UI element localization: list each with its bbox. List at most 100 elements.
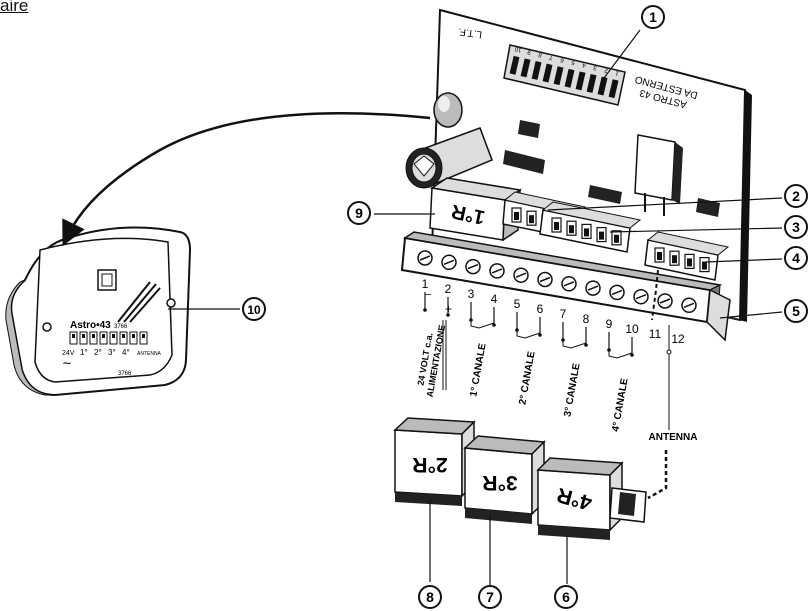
antenna-label: ANTENNA	[649, 432, 698, 443]
channel-bracket	[562, 336, 587, 349]
inset-dip-knob	[92, 334, 95, 338]
terminal-screw-slot	[611, 289, 623, 296]
connector-pin-hole	[614, 234, 619, 243]
dip-key-10[interactable]	[509, 55, 520, 75]
inset-receiver-device	[5, 226, 192, 397]
terminal-number-10: 10	[625, 322, 639, 336]
callout-9	[347, 201, 371, 225]
callout-number-3: 3	[792, 219, 800, 235]
terminal-screw-slot	[539, 276, 551, 283]
inset-channel-3: 3°	[108, 348, 116, 357]
inset-dip-knob	[72, 334, 75, 338]
callout-7	[478, 585, 502, 609]
relay-3[interactable]: 3°R	[463, 435, 546, 524]
dip-number: 8	[537, 51, 542, 58]
inset-dip-knob	[142, 334, 145, 338]
dip-key-2[interactable]	[597, 76, 608, 96]
dip-number: 4	[581, 61, 586, 68]
dip-number: 9	[526, 48, 531, 55]
dip-key-4[interactable]	[575, 71, 586, 91]
dip-number: 1	[614, 69, 619, 76]
terminal-screw-slot	[683, 302, 695, 308]
connector-4[interactable]	[644, 231, 730, 281]
connector-pin-hole	[569, 225, 574, 234]
channel-3-label: 3° CANALE	[562, 362, 582, 417]
dip-key-1[interactable]	[608, 79, 619, 99]
board-components	[503, 120, 720, 217]
board-marking-ltf: L.T.F.	[458, 25, 483, 39]
relay-4[interactable]: 4°R	[536, 457, 647, 540]
terminal-screw-slot	[563, 281, 575, 287]
dip-key-8[interactable]	[531, 61, 542, 80]
dip-key-6[interactable]	[553, 66, 564, 86]
terminal-lead-dot	[492, 323, 496, 327]
terminal-screw-slot	[467, 263, 479, 270]
dip-number: 7	[548, 53, 553, 60]
dip-key-9[interactable]	[520, 58, 531, 78]
terminal-number-8: 8	[583, 312, 590, 326]
channel-bracket	[608, 346, 633, 359]
callout-10	[242, 297, 266, 321]
callout-number-4: 4	[792, 250, 800, 266]
dip-key-5[interactable]	[564, 68, 575, 88]
inset-dip-knob	[132, 334, 135, 338]
inset-brand-suffix: 3766	[114, 324, 128, 330]
dip-number: 2	[603, 66, 608, 73]
connector-pin-hole	[529, 215, 534, 224]
inset-dip-knob	[102, 334, 105, 338]
callout-1	[641, 5, 665, 29]
callout-number-2: 2	[792, 188, 800, 204]
terminal-number-4: 4	[491, 292, 498, 306]
callout-number-5: 5	[792, 303, 800, 319]
callout-number-7: 7	[486, 589, 494, 605]
terminal-lead-dot	[630, 353, 634, 357]
terminal-lead-dot	[584, 343, 588, 347]
callout-number-9: 9	[355, 205, 363, 221]
dip-key-7[interactable]	[542, 63, 553, 83]
led-component	[433, 92, 463, 128]
callout-leaders	[168, 29, 783, 585]
terminal-block[interactable]	[400, 231, 731, 342]
inset-channel-suffix: ANTENNA	[137, 351, 162, 357]
terminal-screw-slot	[659, 298, 671, 304]
callout-number-1: 1	[649, 9, 657, 25]
callout-4	[784, 246, 808, 270]
relay-2[interactable]: 2°R	[393, 417, 476, 506]
relay-3-label: 3°R	[482, 471, 517, 494]
channel-1-label: 1° CANALE	[468, 342, 488, 397]
terminal-number-2: 2	[445, 282, 452, 296]
pointer-arrow	[62, 112, 431, 247]
minus-sign: −	[425, 289, 431, 301]
connector-pin-hole	[702, 261, 707, 270]
relay-4-cable	[647, 450, 668, 500]
connector-pin-hole	[599, 231, 604, 240]
terminal-number-1: 1	[422, 277, 429, 291]
inset-voltage: 24V	[62, 350, 75, 357]
connector-pin-hole	[554, 222, 559, 230]
terminal-number-6: 6	[537, 302, 544, 316]
dip-key-3[interactable]	[586, 74, 597, 93]
buzzer-component	[405, 127, 493, 189]
terminal-leads	[423, 292, 634, 359]
callout-8	[418, 585, 442, 609]
connector-pin-hole	[584, 228, 589, 237]
callout-5	[784, 299, 808, 323]
terminal-screw-slot	[491, 268, 503, 274]
terminal-screw-slot	[635, 294, 647, 300]
channel-2-label: 2° CANALE	[517, 350, 537, 405]
terminal-number-9: 9	[606, 317, 613, 331]
connector-3[interactable]	[539, 201, 642, 253]
inset-channel-4: 4°	[122, 348, 130, 357]
inset-ac-symbol: ∼	[62, 356, 72, 370]
terminal-number-5: 5	[514, 297, 521, 311]
heading-fragment: aire	[0, 0, 29, 15]
connector-pin-hole	[687, 258, 692, 267]
relay-2-label: 2°R	[412, 453, 447, 476]
channel-bracket	[516, 326, 541, 339]
inset-dip-knob	[82, 334, 85, 338]
dip-number: 6	[559, 56, 564, 63]
inset-channel-labels: 1°2°3°4°	[80, 348, 130, 357]
inset-brand: Astro•43	[70, 320, 111, 331]
